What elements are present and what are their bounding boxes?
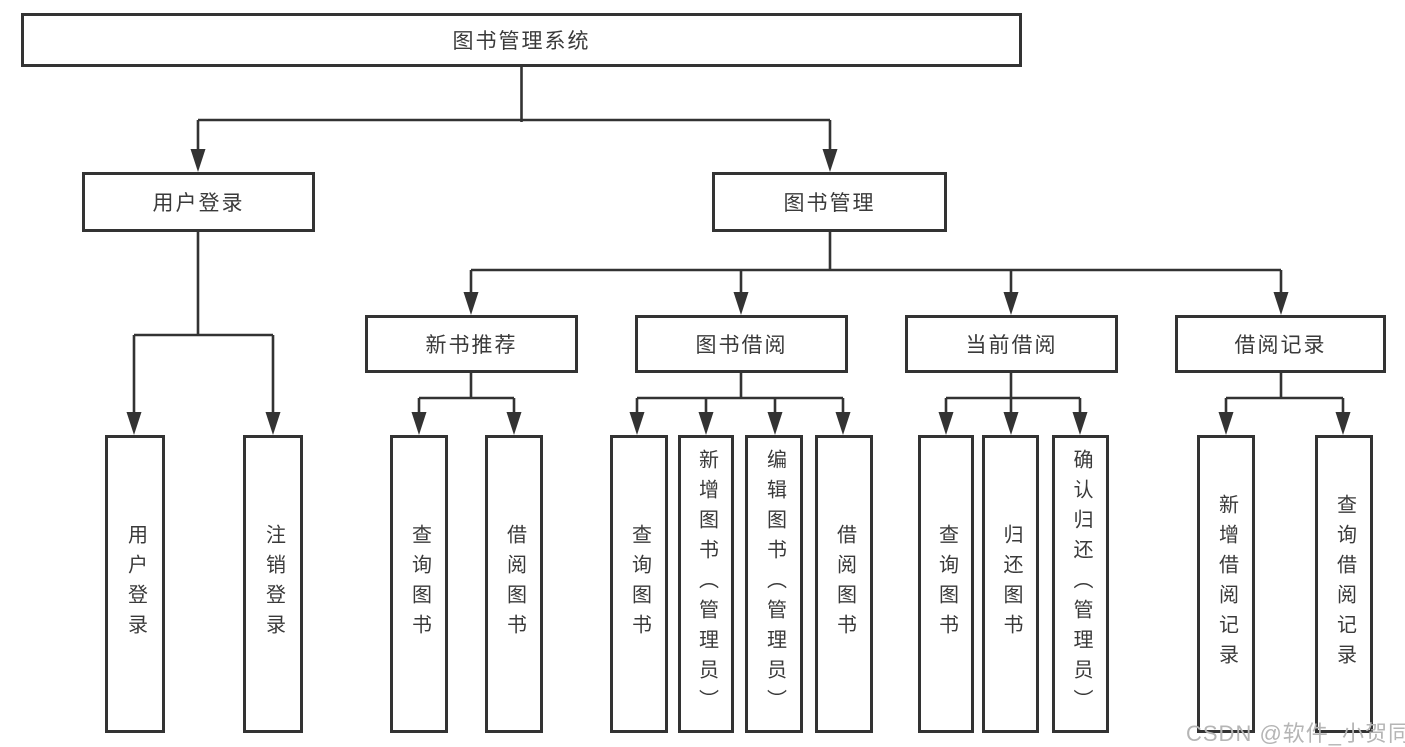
node-label: 查询图书 (935, 524, 958, 644)
node-label: 图书管理系统 (452, 30, 591, 53)
node-label: 归还图书 (1000, 524, 1022, 644)
node-borrow-books-1: 借阅图书 (485, 435, 543, 733)
node-label: 借阅图书 (503, 524, 526, 644)
node-label: 新书推荐 (425, 334, 518, 357)
node-label: 当前借阅 (965, 334, 1058, 357)
node-label: 查询图书 (408, 524, 431, 644)
node-label: 新增借阅记录 (1215, 494, 1238, 674)
node-label: 用户登录 (152, 192, 245, 215)
node-user-login: 用户登录 (82, 172, 315, 232)
node-query-books-3: 查询图书 (918, 435, 974, 733)
node-confirm-return-admin: 确认归还（管理员） (1052, 435, 1109, 733)
node-edit-books-admin: 编辑图书（管理员） (745, 435, 803, 733)
node-current-borrowing: 当前借阅 (905, 315, 1118, 373)
node-label: 借阅图书 (833, 524, 856, 644)
node-label: 确认归还（管理员） (1070, 449, 1092, 719)
node-new-book-recommend: 新书推荐 (365, 315, 578, 373)
node-label: 借阅记录 (1234, 334, 1327, 357)
node-book-management: 图书管理 (712, 172, 947, 232)
node-label: 图书管理 (783, 192, 876, 215)
node-label: 查询借阅记录 (1333, 494, 1356, 674)
node-label: 新增图书（管理员） (695, 449, 718, 719)
node-user-login-leaf: 用户登录 (105, 435, 165, 733)
csdn-watermark: CSDN @软件_小贺同学 (1186, 721, 1405, 746)
node-borrowing-records: 借阅记录 (1175, 315, 1386, 373)
node-add-borrow-record: 新增借阅记录 (1197, 435, 1255, 733)
node-query-books-2: 查询图书 (610, 435, 668, 733)
node-logout: 注销登录 (243, 435, 303, 733)
node-book-borrowing: 图书借阅 (635, 315, 848, 373)
node-label: 编辑图书（管理员） (763, 449, 786, 719)
node-query-books-1: 查询图书 (390, 435, 448, 733)
node-label: 查询图书 (628, 524, 651, 644)
node-library-management-system: 图书管理系统 (21, 13, 1022, 67)
node-label: 图书借阅 (695, 334, 788, 357)
node-label: 用户登录 (124, 524, 147, 644)
node-add-books-admin: 新增图书（管理员） (678, 435, 734, 733)
node-return-books: 归还图书 (982, 435, 1039, 733)
node-query-borrow-record: 查询借阅记录 (1315, 435, 1373, 733)
node-label: 注销登录 (262, 524, 285, 644)
node-borrow-books-2: 借阅图书 (815, 435, 873, 733)
